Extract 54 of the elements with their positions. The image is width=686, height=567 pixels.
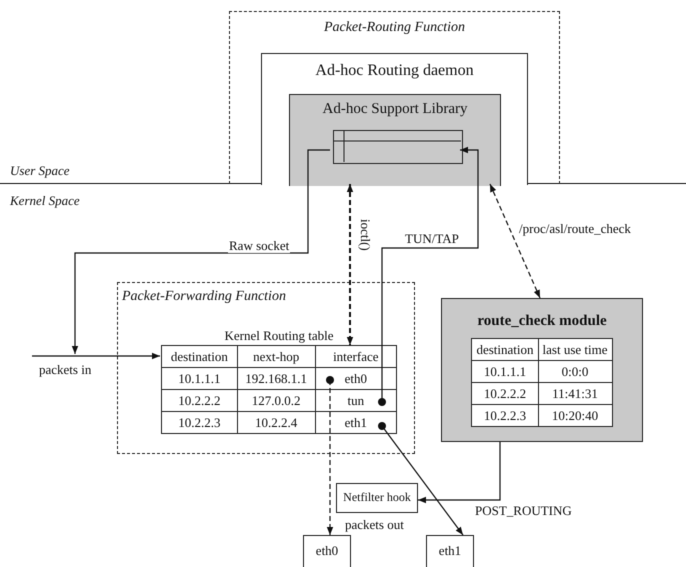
interface-box bbox=[426, 535, 474, 567]
column-header: interface bbox=[315, 346, 396, 368]
arrow bbox=[32, 352, 160, 360]
shaded-module-box bbox=[441, 298, 643, 442]
dashed-arrow bbox=[489, 184, 541, 298]
dashed-arrow bbox=[346, 184, 354, 345]
table-cell: eth0 bbox=[315, 368, 396, 390]
process-box bbox=[261, 53, 528, 185]
edge-label: ioctl() bbox=[358, 218, 372, 252]
table-cell: 0:0:0 bbox=[538, 360, 612, 382]
table-cell: eth1 bbox=[315, 412, 396, 434]
region-label: Kernel Space bbox=[10, 194, 80, 208]
table-cell: 11:41:31 bbox=[538, 382, 612, 404]
interface-box bbox=[303, 535, 351, 567]
table-cell: 10.2.2.4 bbox=[237, 412, 316, 434]
dashed-group-frame bbox=[117, 282, 415, 454]
box-label: Ad-hoc Support Library bbox=[322, 101, 468, 118]
table-cell: 192.168.1.1 bbox=[237, 368, 316, 390]
edge-label: POST_ROUTING bbox=[474, 504, 573, 518]
table-cell: 127.0.0.2 bbox=[237, 390, 316, 412]
edge-label: packets in bbox=[38, 363, 92, 378]
shaded-process-box bbox=[289, 94, 501, 186]
edge-label: Raw socket bbox=[228, 239, 290, 254]
column-header: destination bbox=[162, 346, 238, 368]
column-header: destination bbox=[472, 338, 538, 360]
box-label: Netfilter hook bbox=[343, 491, 411, 504]
box-label: eth0 bbox=[316, 544, 338, 558]
table-cell: tun bbox=[315, 390, 396, 412]
arrow bbox=[378, 146, 479, 406]
column-header: last use time bbox=[538, 338, 612, 360]
edge-label: /proc/asl/route_check bbox=[518, 222, 632, 236]
box-label: Kernel Routing table bbox=[224, 329, 334, 344]
dashed-arrow bbox=[326, 376, 334, 535]
flow-label: packets out bbox=[345, 518, 404, 532]
table-cell: 10.2.2.3 bbox=[472, 404, 538, 426]
table-cell: 10.2.2.2 bbox=[472, 382, 538, 404]
arrow bbox=[72, 149, 330, 354]
edge-label: TUN/TAP bbox=[404, 232, 460, 246]
table-cell: 10:20:40 bbox=[538, 404, 612, 426]
arrow bbox=[418, 442, 501, 504]
table-cell: 10.2.2.2 bbox=[162, 390, 238, 412]
group-title: Packet-Forwarding Function bbox=[121, 289, 287, 304]
box-label: Ad-hoc Routing daemon bbox=[315, 62, 474, 80]
table-cell: 10.1.1.1 bbox=[472, 360, 538, 382]
hook-box bbox=[336, 483, 418, 513]
column-header: next-hop bbox=[237, 346, 316, 368]
box-label: route_check module bbox=[477, 313, 607, 330]
dashed-group-frame bbox=[229, 11, 560, 184]
group-title: Packet-Routing Function bbox=[324, 20, 466, 36]
table-cell: 10.2.2.3 bbox=[162, 412, 238, 434]
arrow bbox=[378, 422, 464, 536]
table-cell: 10.1.1.1 bbox=[162, 368, 238, 390]
box-label: eth1 bbox=[438, 544, 462, 558]
region-label: User Space bbox=[10, 164, 70, 178]
